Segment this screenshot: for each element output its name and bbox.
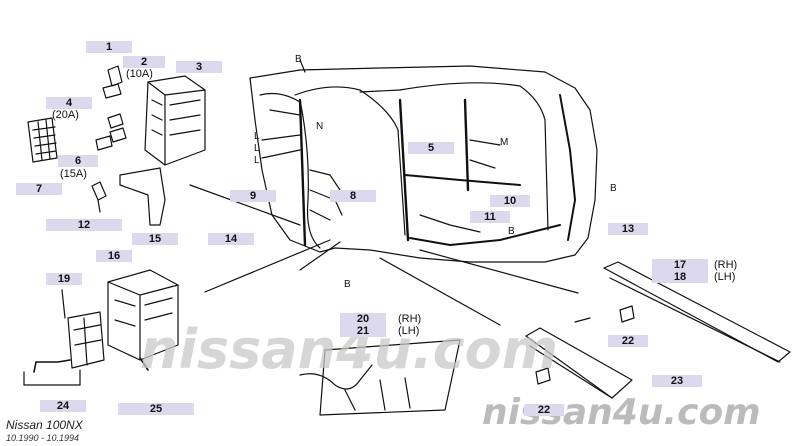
part-note-17: (RH) <box>714 259 738 271</box>
production-dates: 10.1990 - 10.1994 <box>6 433 80 443</box>
part-label-15: 15 <box>132 233 178 245</box>
part-label-3: 3 <box>176 61 222 73</box>
part-note-18: (LH) <box>714 271 736 283</box>
part-label-25: 25 <box>118 403 194 415</box>
part-label-1: 1 <box>86 41 132 53</box>
part-label-13: 13 <box>608 223 648 235</box>
part-label-24: 24 <box>40 400 86 412</box>
connector-tag-b-rear: B <box>508 226 515 237</box>
connector-tag-l-2: L <box>254 143 260 154</box>
part-label-7: 7 <box>16 183 62 195</box>
part-note-2: (10A) <box>126 68 153 80</box>
part-label-10: 10 <box>490 195 530 207</box>
part-label-4: 4 <box>46 97 92 109</box>
part-label-14: 14 <box>208 233 254 245</box>
part-note-4: (20A) <box>52 109 79 121</box>
model-name: Nissan 100NX <box>6 418 83 432</box>
part-note-21: (LH) <box>398 325 420 337</box>
part-label-22-upper: 22 <box>608 335 648 347</box>
connector-tag-b-bottom: B <box>344 279 351 290</box>
connector-tag-l-1: L <box>254 131 260 142</box>
connector-tag-n: N <box>316 121 324 132</box>
part-label-17: 17 <box>652 259 708 271</box>
part-label-8: 8 <box>330 190 376 202</box>
part-note-6: (15A) <box>60 168 87 180</box>
connector-tag-b-top: B <box>295 54 302 65</box>
connector-tag-b-right: B <box>610 183 617 194</box>
part-label-11: 11 <box>470 211 510 223</box>
part-label-9: 9 <box>230 190 276 202</box>
connector-tag-l-3: L <box>254 155 260 166</box>
part-label-6: 6 <box>58 155 98 167</box>
part-note-20: (RH) <box>398 313 422 325</box>
part-label-12: 12 <box>46 219 122 231</box>
part-label-2: 2 <box>123 56 165 68</box>
part-label-21: 21 <box>340 325 386 337</box>
part-label-22-lower: 22 <box>524 404 564 416</box>
part-label-16: 16 <box>96 250 132 262</box>
part-label-18: 18 <box>652 271 708 283</box>
part-label-5: 5 <box>408 142 454 154</box>
part-label-23: 23 <box>652 375 702 387</box>
part-label-19: 19 <box>46 273 82 285</box>
part-label-20: 20 <box>340 313 386 325</box>
connector-tag-m: M <box>500 137 509 148</box>
